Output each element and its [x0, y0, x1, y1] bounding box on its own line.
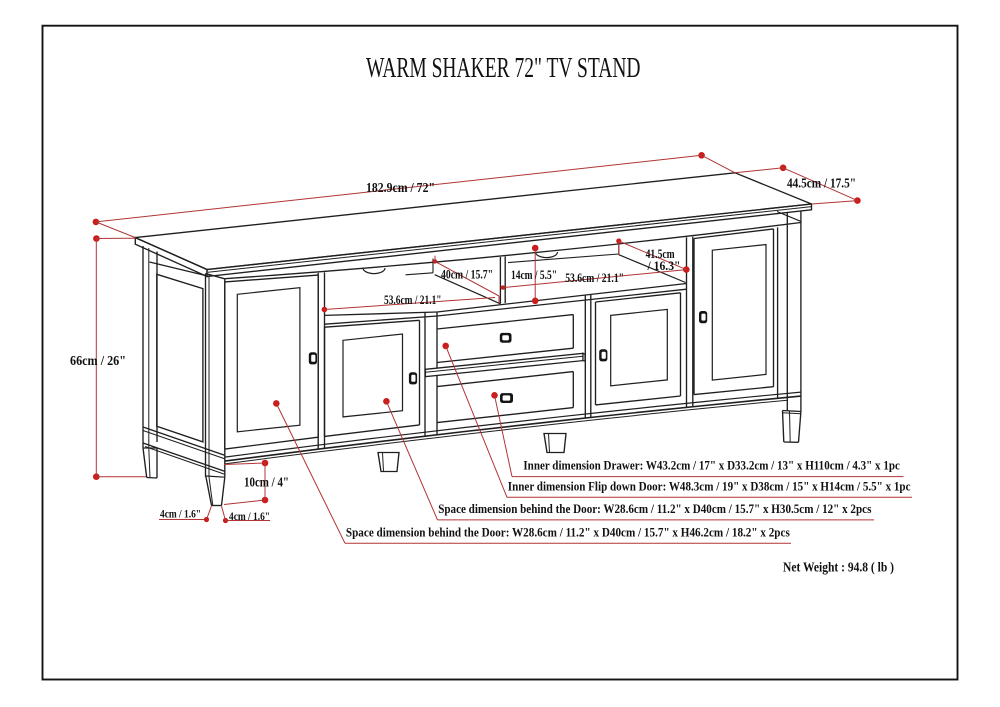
svg-text:WARM SHAKER 72" TV STAND: WARM SHAKER 72" TV STAND	[366, 53, 641, 84]
svg-text:Inner dimension Flip down Door: Inner dimension Flip down Door: W48.3cm …	[508, 479, 911, 494]
svg-text:40cm / 15.7": 40cm / 15.7"	[441, 267, 493, 282]
svg-text:41.5cm: 41.5cm	[646, 247, 675, 261]
svg-text:/ 16.3": / 16.3"	[647, 259, 681, 273]
svg-text:14cm / 5.5": 14cm / 5.5"	[511, 267, 557, 282]
svg-text:53.6cm / 21.1": 53.6cm / 21.1"	[565, 270, 624, 285]
svg-text:Space dimension behind the Doo: Space dimension behind the Door: W28.6cm…	[438, 501, 871, 516]
svg-text:53.6cm / 21.1": 53.6cm / 21.1"	[384, 292, 442, 307]
svg-text:182.9cm / 72": 182.9cm / 72"	[366, 180, 435, 195]
svg-text:Net Weight : 94.8 ( lb ): Net Weight : 94.8 ( lb )	[783, 560, 894, 575]
svg-text:Inner dimension Drawer: W43.2c: Inner dimension Drawer: W43.2cm / 17" x …	[523, 458, 900, 473]
svg-text:10cm / 4": 10cm / 4"	[244, 475, 289, 490]
svg-text:4cm / 1.6": 4cm / 1.6"	[229, 511, 270, 523]
svg-text:66cm / 26": 66cm / 26"	[70, 354, 126, 369]
svg-text:4cm / 1.6": 4cm / 1.6"	[160, 509, 201, 521]
svg-text:Space dimension behind the Doo: Space dimension behind the Door: W28.6cm…	[346, 525, 790, 540]
svg-text:44.5cm / 17.5": 44.5cm / 17.5"	[787, 176, 856, 191]
